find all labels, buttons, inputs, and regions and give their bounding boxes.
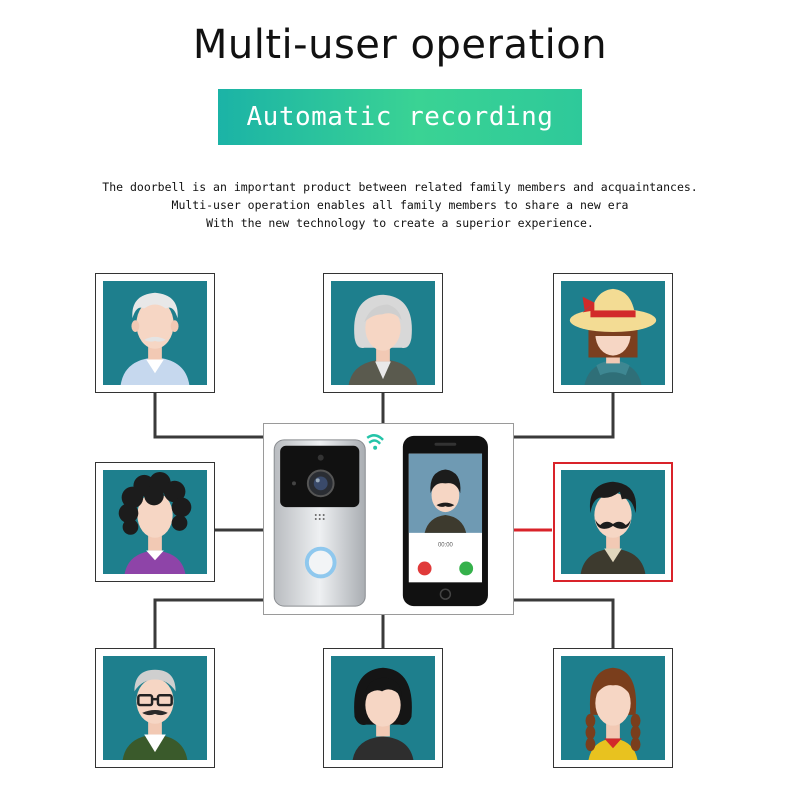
curly-man-card[interactable] — [95, 462, 215, 582]
answer-call-icon[interactable] — [459, 561, 474, 576]
curly-hair-man-avatar — [118, 471, 192, 574]
grandmother-card[interactable] — [323, 273, 443, 393]
description-line-2: Multi-user operation enables all family … — [171, 198, 629, 212]
connector-glasses-man — [153, 598, 263, 648]
girl-hat-card[interactable] — [553, 273, 673, 393]
braided-girl-card[interactable] — [553, 648, 673, 768]
wifi-icon — [366, 434, 384, 450]
grandfather-card[interactable] — [95, 273, 215, 393]
device-panel: 00:00 — [263, 423, 514, 615]
connector-grandfather — [153, 393, 263, 439]
glasses-man-card[interactable] — [95, 648, 215, 768]
girl-with-hat-avatar — [569, 288, 657, 385]
short-hair-woman-card[interactable] — [323, 648, 443, 768]
description-line-3: With the new technology to create a supe… — [206, 216, 594, 230]
description: The doorbell is an important product bet… — [0, 178, 800, 232]
call-time: 00:00 — [438, 543, 454, 549]
connector-braided-girl — [514, 598, 615, 648]
smartphone: 00:00 — [402, 435, 488, 607]
description-line-1: The doorbell is an important product bet… — [102, 180, 698, 194]
device-illustration: 00:00 — [273, 434, 488, 607]
grandfather-avatar — [120, 292, 190, 385]
mustache-man-card[interactable] — [553, 462, 673, 582]
banner-label: Automatic recording — [246, 102, 554, 132]
braided-girl-avatar — [585, 667, 641, 760]
glasses-man-avatar — [122, 669, 188, 760]
connector-girl-hat — [514, 393, 615, 439]
video-doorbell — [273, 439, 366, 607]
page-title: Multi-user operation — [192, 22, 608, 68]
feature-banner: Automatic recording — [218, 89, 582, 145]
short-hair-woman-avatar — [352, 667, 414, 760]
decline-call-icon[interactable] — [417, 561, 432, 576]
grandmother-avatar — [348, 294, 418, 385]
mustache-man-avatar — [580, 481, 646, 574]
